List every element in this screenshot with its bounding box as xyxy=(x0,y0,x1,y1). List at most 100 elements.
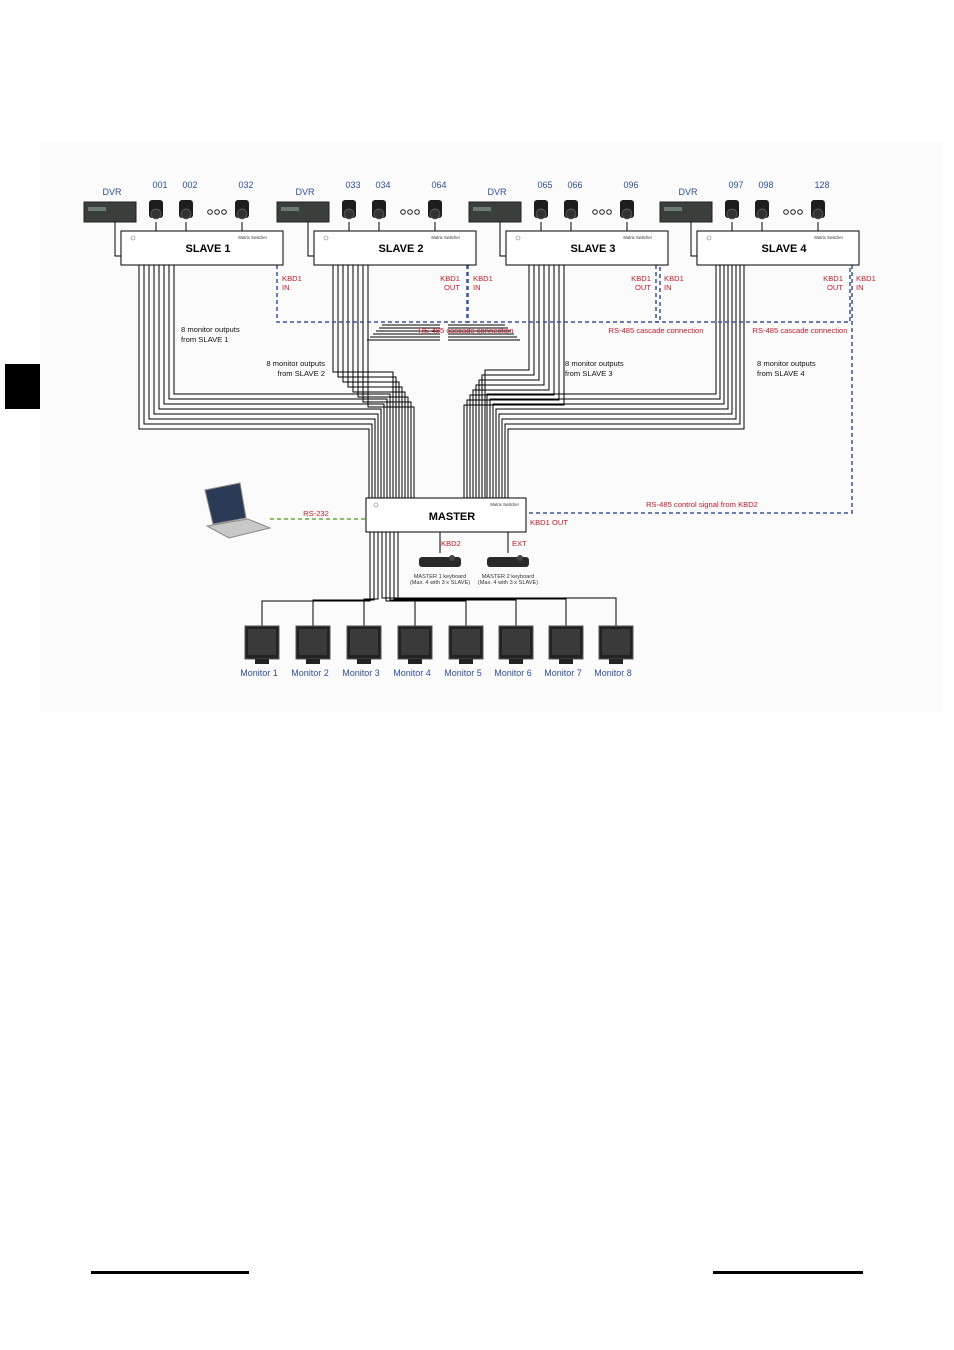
camera-lens-icon xyxy=(756,208,768,220)
ellipsis-dot-icon xyxy=(221,209,227,215)
kbd1-out-label: KBD1 OUT xyxy=(530,518,568,527)
camera-id-label: 001 xyxy=(152,180,167,190)
ellipsis-dot-icon xyxy=(592,209,598,215)
monitor-outputs-label: from SLAVE 4 xyxy=(757,369,805,378)
monitor-stand-icon xyxy=(609,659,623,664)
camera-id-label: 064 xyxy=(431,180,446,190)
monitor-screen-icon xyxy=(350,629,378,655)
slave3-output-wire xyxy=(466,265,560,498)
port-label: KBD1 xyxy=(631,274,651,283)
ellipsis-dot-icon xyxy=(414,209,420,215)
cascade-link-1-2 xyxy=(276,265,469,323)
camera-lens-icon xyxy=(565,208,577,220)
slave-box-label: SLAVE 2 xyxy=(378,243,423,255)
slave-box xyxy=(505,230,669,266)
slave2-output-wire xyxy=(357,265,409,498)
footer-rule-right xyxy=(713,1271,863,1274)
keyboard-caption: MASTER 1 keyboard xyxy=(414,574,467,580)
slave-box xyxy=(120,230,284,266)
ellipsis-dot-icon xyxy=(606,209,612,215)
slave1-output-wire xyxy=(148,265,376,498)
kbd2-port-label: KBD2 xyxy=(441,539,461,548)
power-led-icon xyxy=(373,502,379,508)
monitor-screen-icon xyxy=(248,629,276,655)
dvr-device-icon xyxy=(659,201,713,223)
slave-box-caption: Matrix Switcher xyxy=(431,235,460,240)
monitor-link-wire xyxy=(389,532,517,626)
monitor-stand-icon xyxy=(255,659,269,664)
dvr-link-wire xyxy=(114,222,121,257)
ellipsis-dot-icon xyxy=(599,209,605,215)
port-label: KBD1 xyxy=(856,274,876,283)
port-label: KBD1 xyxy=(440,274,460,283)
monitor-outputs-label: 8 monitor outputs xyxy=(757,359,816,368)
power-led-icon xyxy=(130,235,136,241)
dvr-device-icon xyxy=(276,201,330,223)
monitor-outputs-label: from SLAVE 1 xyxy=(181,335,229,344)
slave1-output-wire xyxy=(173,265,391,498)
camera-lens-icon xyxy=(812,208,824,220)
master-box xyxy=(365,497,527,533)
slave-box xyxy=(696,230,860,266)
slave2-output-wire xyxy=(347,265,403,498)
camera-lens-icon xyxy=(236,208,248,220)
cascade-label: RS-485 cascade connection xyxy=(609,326,704,335)
power-led-icon xyxy=(706,235,712,241)
slave4-output-wire xyxy=(495,265,729,498)
wire-layer xyxy=(114,222,819,626)
slave3-output-wire xyxy=(475,265,545,498)
slave2-output-wire xyxy=(362,265,412,498)
port-label: IN xyxy=(473,283,481,292)
slave3-output-wire xyxy=(469,265,555,498)
slave4-output-wire xyxy=(498,265,733,498)
camera-id-label: 032 xyxy=(238,180,253,190)
slave2-output-wire xyxy=(352,265,406,498)
slave1-output-wire xyxy=(138,265,370,498)
monitor-screen-icon xyxy=(602,629,630,655)
dvr-link-wire xyxy=(307,222,314,257)
monitor-stand-icon xyxy=(459,659,473,664)
monitor-link-wire xyxy=(397,532,617,626)
monitor-label: Monitor 7 xyxy=(544,668,582,678)
dvr-device-icon xyxy=(83,201,137,223)
slave-box xyxy=(313,230,477,266)
monitor-stand-icon xyxy=(357,659,371,664)
monitor-stand-icon xyxy=(306,659,320,664)
ext-port-label: EXT xyxy=(512,539,527,548)
camera-id-label: 033 xyxy=(345,180,360,190)
monitor-stand-icon xyxy=(408,659,422,664)
slave-box-label: SLAVE 1 xyxy=(185,243,230,255)
monitor-screen-icon xyxy=(299,629,327,655)
port-label: IN xyxy=(282,283,290,292)
port-label: KBD1 xyxy=(473,274,493,283)
dvr-link-wire xyxy=(690,222,697,257)
slave2-output-wire xyxy=(337,265,397,498)
slave1-output-wire xyxy=(153,265,379,498)
monitor-label: Monitor 8 xyxy=(594,668,632,678)
cascade-link-3-4 xyxy=(655,265,851,323)
slave3-output-wire xyxy=(463,265,565,498)
monitor-link-wire xyxy=(385,532,467,626)
camera-lens-icon xyxy=(621,208,633,220)
laptop-screen-icon xyxy=(204,482,247,525)
slave4-output-wire xyxy=(492,265,725,498)
port-label: OUT xyxy=(444,283,460,292)
slave1-output-wire xyxy=(143,265,373,498)
monitor-link-wire xyxy=(393,532,567,626)
joystick-icon xyxy=(517,555,523,561)
slave3-output-wire xyxy=(481,265,535,498)
camera-lens-icon xyxy=(343,208,355,220)
port-label: IN xyxy=(664,283,672,292)
camera-lens-icon xyxy=(180,208,192,220)
dvr-panel-icon xyxy=(88,207,106,211)
monitor-link-wire xyxy=(363,532,379,626)
slave-box-caption: Matrix Switcher xyxy=(814,235,843,240)
ellipsis-dot-icon xyxy=(407,209,413,215)
slave1-output-wire xyxy=(163,265,385,498)
dvr-label: DVR xyxy=(487,187,507,197)
camera-id-label: 096 xyxy=(623,180,638,190)
slave4-output-wire xyxy=(489,265,721,498)
